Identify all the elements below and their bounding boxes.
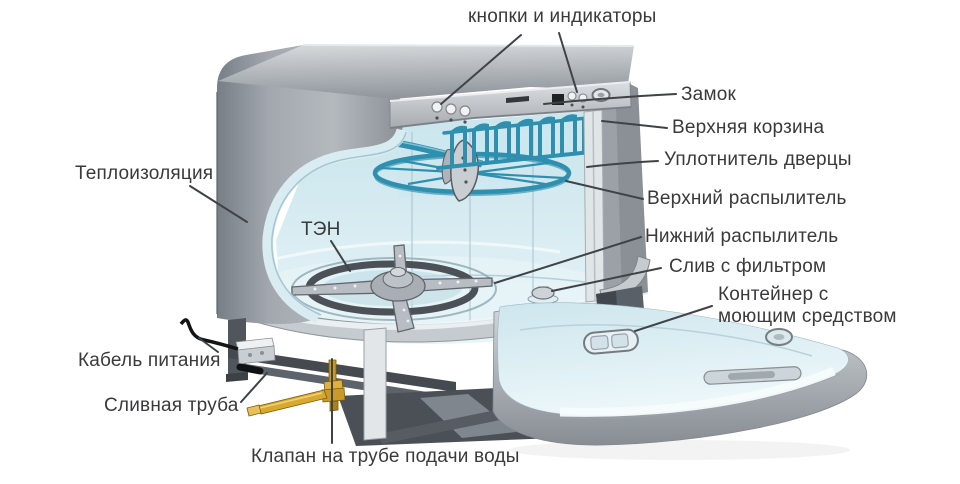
detergent-dispenser <box>583 328 639 355</box>
door-seal-strip <box>583 106 622 303</box>
leader-upper-basket <box>601 120 668 129</box>
label-upper-sprayer: Верхний распылитель <box>647 188 847 209</box>
upper-basket <box>436 111 612 170</box>
leader-buttons-left <box>440 34 522 105</box>
label-inlet-valve: Клапан на трубе подачи воды <box>251 446 520 467</box>
leader-power-cable <box>198 337 219 353</box>
leader-buttons-right <box>558 32 578 93</box>
top-face <box>218 44 635 99</box>
leader-insulation <box>189 185 248 223</box>
label-door-seal: Уплотнитель дверцы <box>664 149 852 170</box>
label-insulation: Теплоизоляция <box>75 163 214 184</box>
leader-lock <box>543 93 677 105</box>
lower-sprayer <box>291 244 493 333</box>
junction-box <box>235 337 276 365</box>
control-buttons <box>431 91 588 124</box>
label-lower-sprayer: Нижний распылитель <box>645 226 839 247</box>
open-door <box>492 302 868 446</box>
leader-drain-pipe <box>240 372 268 403</box>
display-window <box>552 94 564 105</box>
leader-upper-sprayer <box>565 180 644 200</box>
power-cable <box>179 318 239 351</box>
inlet-valve-pipe <box>246 359 346 417</box>
leader-detergent-container <box>634 305 713 332</box>
control-panel <box>389 81 632 129</box>
drain-pipe-stub <box>236 363 264 375</box>
drain-with-filter <box>527 286 559 304</box>
front-leg <box>363 327 387 441</box>
leader-heating-element <box>330 240 351 272</box>
label-heating-element: ТЭН <box>301 219 341 240</box>
rinse-aid-cap <box>765 328 793 346</box>
insulation-ring <box>262 128 408 324</box>
leader-drain-filter <box>551 267 662 292</box>
leader-lines <box>189 32 713 444</box>
label-drain-filter: Слив с фильтром <box>669 256 827 277</box>
leader-lower-sprayer <box>494 236 642 284</box>
leader-door-seal <box>586 160 659 168</box>
label-detergent-container: Контейнер с моющим средством <box>718 284 897 327</box>
label-upper-basket: Верхняя корзина <box>672 117 825 138</box>
panel-handle-slot <box>506 96 529 103</box>
door-vent-slot <box>703 366 802 385</box>
label-drain-pipe: Сливная труба <box>104 395 239 416</box>
label-buttons-indicators: кнопки и индикаторы <box>468 6 657 27</box>
label-power-cable: Кабель питания <box>78 350 221 371</box>
label-lock: Замок <box>681 84 736 105</box>
